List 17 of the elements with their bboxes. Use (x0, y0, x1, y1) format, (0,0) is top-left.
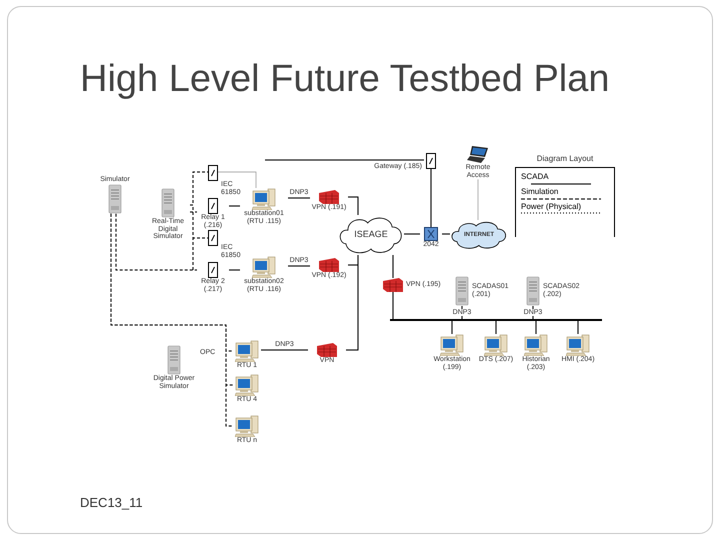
slide-footer: DEC13_11 (80, 496, 170, 510)
legend-label: Simulation (521, 188, 560, 197)
slide-title: High Level Future Testbed Plan (80, 58, 610, 101)
network-link (392, 254, 394, 278)
network-link (348, 196, 358, 216)
dashed-link (110, 213, 234, 426)
dashed-link (190, 172, 208, 206)
legend-title: Diagram Layout (536, 155, 594, 164)
legend-label: SCADA (521, 173, 550, 182)
legend-label: Power (Physical) (521, 202, 582, 212)
network-link (430, 168, 432, 228)
network-link (218, 172, 256, 188)
network-link (346, 254, 358, 350)
network-bus-line (390, 319, 602, 321)
cloud-label: ISEAGE (354, 230, 388, 240)
network-link (392, 292, 394, 320)
dashed-link (116, 213, 198, 270)
